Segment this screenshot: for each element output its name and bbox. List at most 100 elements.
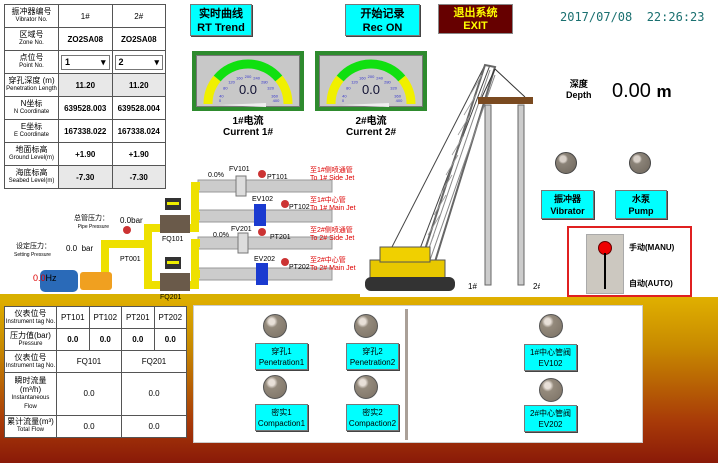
text-label: PT101 <box>56 305 90 330</box>
mode-toggle-lever[interactable] <box>586 234 624 294</box>
text-label: Pump <box>628 206 654 216</box>
point-select-1[interactable]: 1▾ <box>58 50 113 74</box>
vibrator-1-value: 1# <box>58 4 113 28</box>
gauge-tick-label: 360 <box>394 93 401 98</box>
text-label: 穿孔1 <box>271 347 292 356</box>
text-label: Vibrator No. <box>15 17 48 23</box>
text-label: 至2#侧喷通管 <box>310 227 353 234</box>
datetime: 2017/07/08 22:26:23 <box>560 10 705 24</box>
pipe-pressure-value: 0.0bar <box>120 216 143 225</box>
text-label: 1 <box>65 56 71 67</box>
penetration2-indicator <box>354 314 378 338</box>
text-label: 穿孔2 <box>362 347 383 356</box>
text-label: Penetration1 <box>258 358 305 367</box>
gauge-value: 0.0 <box>239 82 257 97</box>
ev102-indicator <box>539 314 563 338</box>
vibrator-2-value: 2# <box>111 4 166 28</box>
vibrator-2-label: 2# <box>533 282 540 291</box>
vibrator-2-value: -7.30 <box>111 165 166 189</box>
text-label: 1#电流 <box>232 116 264 127</box>
gauge-tick-label: 40 <box>219 93 224 98</box>
compaction1-indicator <box>263 375 287 399</box>
text-label: 0.0 <box>56 414 122 439</box>
text-label: 0.0 <box>121 414 187 439</box>
fq201-label: FQ201 <box>160 294 182 301</box>
vibrator-2-value: ZO2SA08 <box>111 27 166 51</box>
text-label: 振冲器编号 <box>11 7 52 16</box>
text-label: 2#中心管阀 <box>530 409 571 418</box>
fv201-opening: 0.0% <box>213 232 229 239</box>
text-label: 2#电流 <box>355 116 387 127</box>
text-label: m <box>656 82 672 101</box>
text-label: 瞬时流量(m³/h) <box>14 375 47 394</box>
text-label: 设定压力： <box>15 243 51 250</box>
vibrator-indicator <box>555 152 577 174</box>
text-label: 海底标高 <box>15 168 48 177</box>
rt-trend-cn: 实时曲线 <box>199 8 243 20</box>
gauge-tick-label: 80 <box>346 86 351 91</box>
point-select-2[interactable]: 2▾ <box>111 50 166 74</box>
text-label: Vibrator <box>550 206 585 216</box>
gauge-tick-label: 0 <box>219 98 222 103</box>
text-label: 0.0 <box>153 328 187 352</box>
fq101-label: FQ101 <box>162 236 184 243</box>
gauge-tick-label: 400 <box>273 98 280 103</box>
exit-en: EXIT <box>463 20 488 32</box>
ev202-label: EV202 <box>254 256 276 263</box>
text-label: To 1# Side Jet <box>310 175 355 182</box>
text-label: PT202 <box>153 305 187 330</box>
vibrator-1-value: 167338.022 <box>58 119 113 143</box>
text-label: 0.0 <box>121 328 155 352</box>
vibrator-2-value: 639528.004 <box>111 96 166 120</box>
gauge-tick-label: 40 <box>342 93 347 98</box>
text-label: Hz <box>45 273 57 283</box>
text-label: 仪表位号 <box>14 352 47 362</box>
text-label: 至1#侧喷通管 <box>310 167 353 174</box>
text-label: 密实1 <box>271 408 292 417</box>
ev202-valve-button[interactable]: 2#中心管阀 EV202 <box>524 405 577 432</box>
fv101-opening: 0.0% <box>208 172 224 179</box>
gauge-tick-label: 400 <box>396 98 403 103</box>
text-label: 至2#中心管 <box>310 257 346 264</box>
gauge-band <box>326 75 344 105</box>
text-label: Instantaneous Flow <box>11 394 50 410</box>
gauge-tick-label: 0 <box>342 98 345 103</box>
vibrator-2-value: 11.20 <box>111 73 166 97</box>
text-label: PT102 <box>88 305 122 330</box>
text-label: 压力值(bar) <box>10 330 51 340</box>
gauge-tick-label: 240 <box>376 75 383 80</box>
depth-value: 0.00 m <box>612 80 672 103</box>
text-label: To 1# Main Jet <box>310 205 356 212</box>
crane-illustration: 1# 2# <box>365 63 540 291</box>
text-label: 0.0 <box>33 273 46 283</box>
text-label: Instrument tag No. <box>5 362 56 369</box>
text-label: EV202 <box>538 420 563 429</box>
gauge-tick-label: 200 <box>368 74 375 79</box>
text-label: FQ201 <box>121 350 187 374</box>
text-label: 至1#中心管 <box>310 197 346 204</box>
text-label: 0.0 <box>88 328 122 352</box>
text-label: N Coordinate <box>13 109 50 115</box>
penetration1-indicator <box>263 314 287 338</box>
fv101-label: FV101 <box>229 166 250 173</box>
pump-indicator <box>629 152 651 174</box>
gauge-tick-label: 320 <box>390 86 397 91</box>
ev102-label: EV102 <box>252 196 274 203</box>
